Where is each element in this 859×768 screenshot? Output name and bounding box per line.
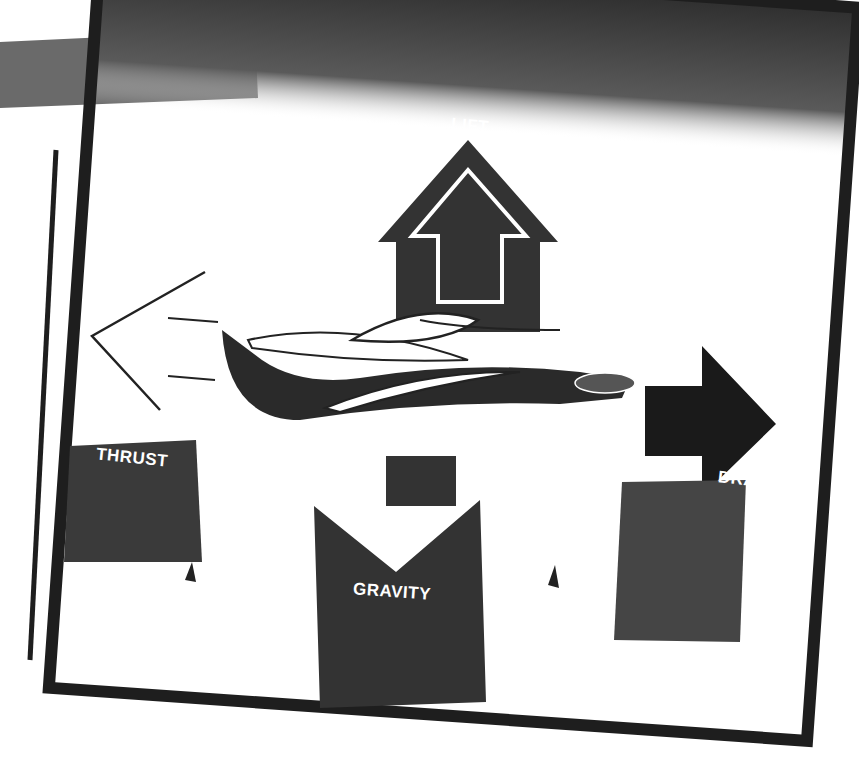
- gravity-arrow: [314, 500, 486, 708]
- card-border: [49, 0, 858, 741]
- gravity-arrow-body: [386, 456, 456, 506]
- mark: [185, 562, 196, 582]
- thrust-line: [168, 318, 218, 322]
- force-label: DRAG: [717, 467, 771, 492]
- airplane-wing: [325, 372, 520, 412]
- force-label: LIFT: [450, 114, 489, 137]
- top-band: [90, 0, 859, 157]
- airplane-wing-edge: [420, 320, 560, 330]
- card: [49, 0, 858, 741]
- thrust-block: [64, 440, 202, 562]
- card-edge: [30, 150, 56, 660]
- airplane-fuselage: [222, 330, 630, 420]
- thrust-arrow: [92, 272, 205, 410]
- drag-arrow: [645, 346, 776, 496]
- thrust-line: [168, 376, 215, 380]
- lift-arrow: [378, 140, 558, 332]
- airplane-tail: [575, 373, 635, 393]
- force-label: THRUST: [95, 444, 169, 471]
- force-label: GRAVITY: [352, 579, 431, 604]
- drag-block: [614, 480, 746, 642]
- lift-arrow-outline: [412, 170, 526, 302]
- mark: [548, 565, 559, 588]
- airplane-canopy: [352, 313, 478, 341]
